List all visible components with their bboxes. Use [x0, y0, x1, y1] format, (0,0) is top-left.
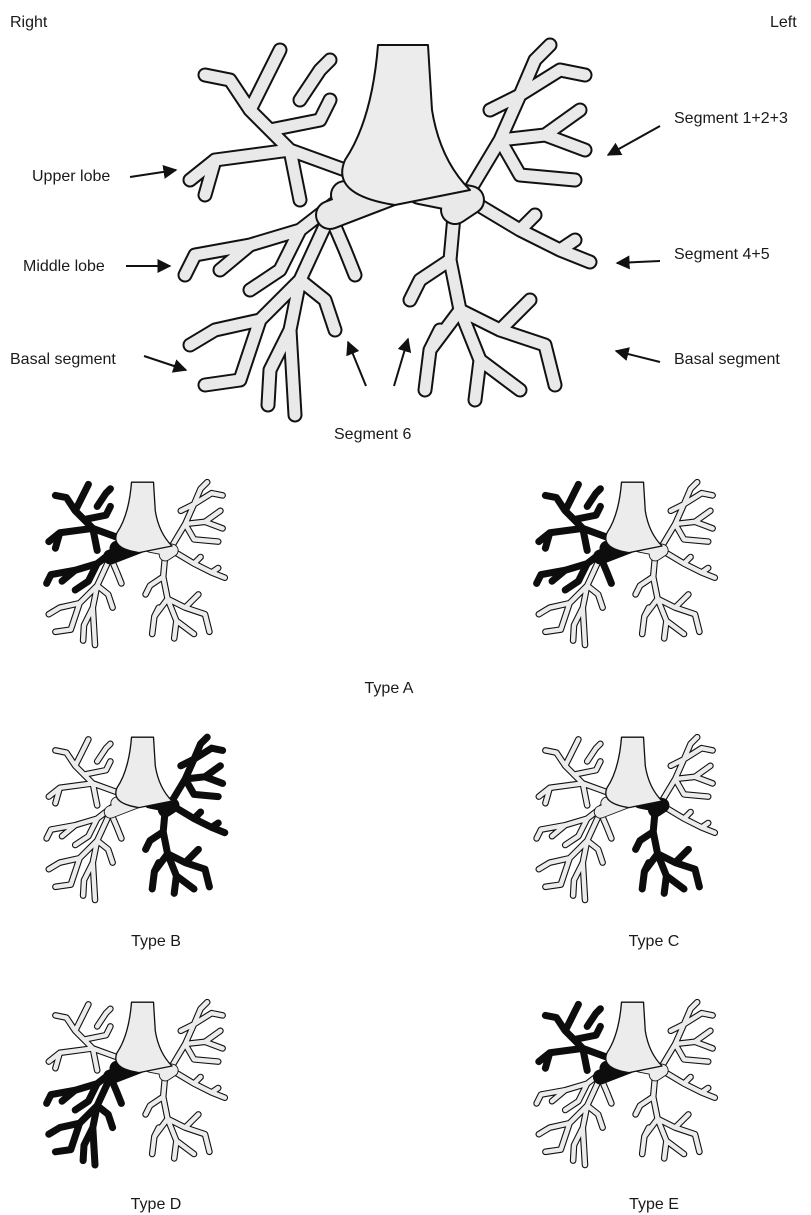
- type-d-thumbnail: [47, 1002, 225, 1165]
- type-e-thumbnail: [537, 1002, 715, 1165]
- type-c-thumbnail: [537, 737, 715, 900]
- type-a-caption: Type A: [365, 680, 414, 698]
- type-d-caption: Type D: [131, 1196, 182, 1214]
- type-e-caption: Type E: [629, 1196, 679, 1214]
- type-a2-thumbnail: [537, 482, 715, 645]
- type-b-caption: Type B: [131, 933, 181, 951]
- type-b-thumbnail: [47, 737, 225, 900]
- type-c-caption: Type C: [629, 933, 680, 951]
- type-a-thumbnail: [47, 482, 225, 645]
